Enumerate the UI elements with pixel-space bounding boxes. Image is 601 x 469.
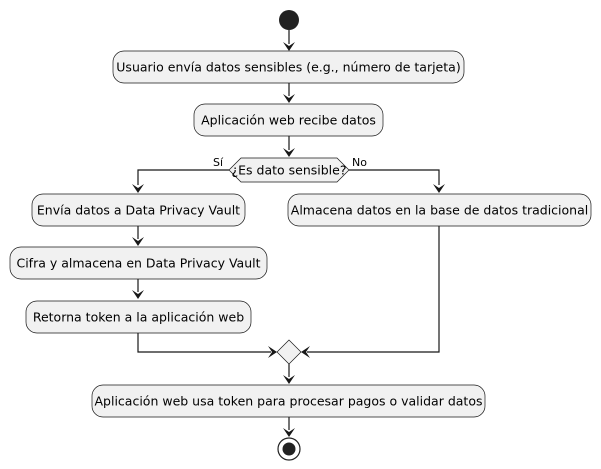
decision-sensitive: ¿Es dato sensible? Sí No — [213, 156, 367, 183]
step-send-data-label: Usuario envía datos sensibles (e.g., núm… — [116, 60, 460, 75]
decision-yes-label: Sí — [213, 156, 224, 169]
merge-node — [276, 339, 302, 365]
step-send-vault: Envía datos a Data Privacy Vault — [31, 193, 246, 227]
step-send-data: Usuario envía datos sensibles (e.g., núm… — [112, 50, 465, 84]
step-encrypt: Cifra y almacena en Data Privacy Vault — [9, 246, 268, 280]
step-receive-label: Aplicación web recibe datos — [201, 113, 376, 128]
step-return-token: Retorna token a la aplicación web — [25, 300, 252, 334]
decision-no-label: No — [352, 156, 367, 169]
step-use-token-label: Aplicación web usa token para procesar p… — [95, 394, 483, 409]
step-send-vault-label: Envía datos a Data Privacy Vault — [37, 203, 240, 218]
step-store-db-label: Almacena datos en la base de datos tradi… — [291, 203, 588, 218]
start-node — [279, 10, 299, 30]
step-return-token-label: Retorna token a la aplicación web — [33, 310, 244, 325]
step-receive: Aplicación web recibe datos — [193, 103, 384, 137]
connectors — [132, 30, 445, 437]
end-node — [277, 437, 301, 461]
step-store-db: Almacena datos en la base de datos tradi… — [287, 193, 592, 227]
decision-question: ¿Es dato sensible? — [232, 163, 347, 178]
step-encrypt-label: Cifra y almacena en Data Privacy Vault — [16, 256, 260, 271]
step-use-token: Aplicación web usa token para procesar p… — [91, 384, 486, 418]
